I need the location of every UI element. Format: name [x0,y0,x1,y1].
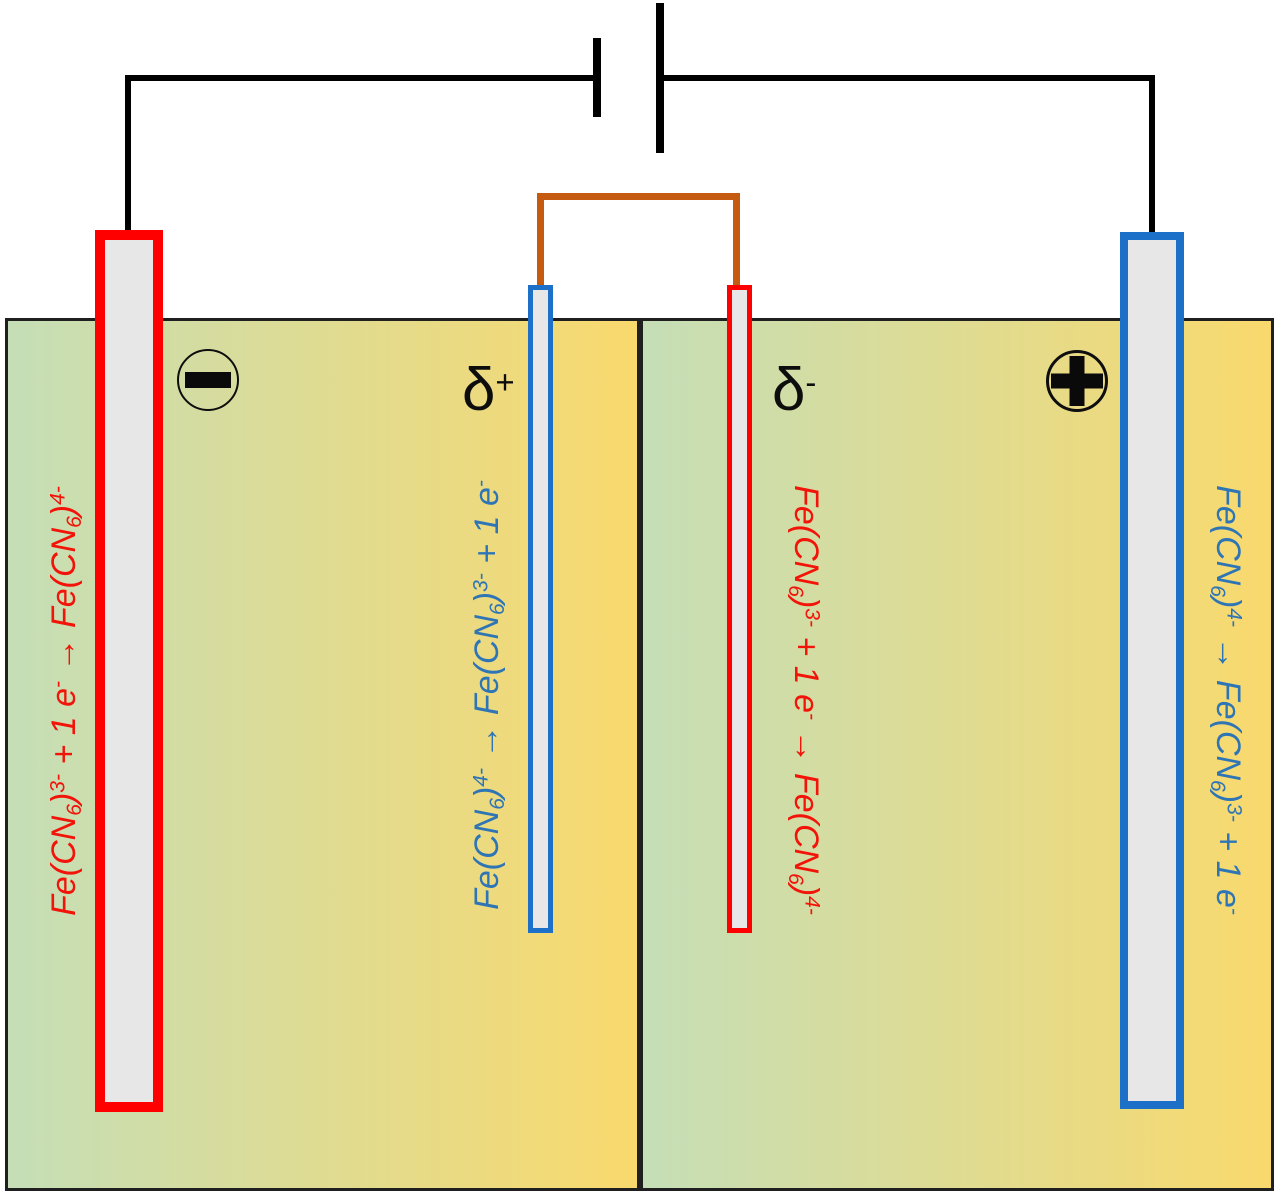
outer-right-electrode [1120,232,1184,1109]
minus-icon [185,372,231,388]
wire-left-horizontal [125,75,594,81]
plus-icon [1069,356,1085,406]
jumper-wire-horizontal [537,193,740,200]
outer-right-reaction: Fe(CN6)4- → Fe(CN6)3- + 1 e- [1206,485,1247,915]
inner-right-reaction: Fe(CN6)3- + 1 e- → Fe(CN6)4- [784,485,825,915]
wire-left-vertical [125,75,131,235]
outer-left-electrode [95,230,163,1112]
battery-icon [656,3,664,153]
inner-left-electrode [528,285,553,933]
delta-plus-label: δ+ [462,356,515,423]
battery-icon [593,38,601,117]
negative-terminal-icon [177,349,239,411]
outer-left-reaction: Fe(CN6)3- + 1 e- → Fe(CN6)4- [45,486,86,916]
inner-left-reaction: Fe(CN6)4- → Fe(CN6)3- + 1 e- [468,480,509,910]
wire-right-horizontal [664,75,1155,81]
inner-right-electrode [727,285,752,933]
delta-minus-label: δ- [772,356,817,423]
positive-terminal-icon [1046,350,1108,412]
jumper-wire-right-vertical [733,193,740,290]
jumper-wire-left-vertical [537,193,544,290]
wire-right-vertical [1149,75,1155,235]
